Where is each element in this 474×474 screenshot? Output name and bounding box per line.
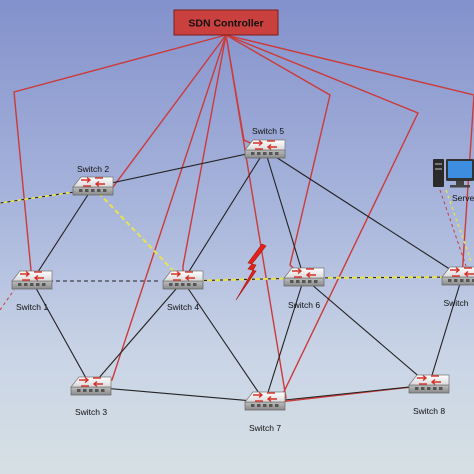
switch-s7[interactable]: Switch 7 (244, 391, 286, 433)
data-link-s3-s4 (90, 280, 184, 388)
data-link-s1-s2 (31, 186, 94, 282)
switch-label: Switch 4 (167, 302, 199, 312)
external-links (0, 189, 473, 311)
server-icon[interactable] (433, 159, 474, 188)
data-link-s8-s9 (428, 276, 463, 386)
switch-arrows-icon (253, 139, 277, 151)
external-link-left-upper-highlight (0, 191, 75, 204)
data-link-s5-s6 (264, 149, 305, 279)
switch-label: Switch 7 (249, 423, 281, 433)
control-link-s1 (13, 34, 227, 282)
data-link-s5-s9 (264, 149, 463, 278)
switch-label: Switch 5 (252, 126, 284, 136)
switch-s6[interactable]: Switch 6 (283, 267, 325, 310)
switch-s2[interactable]: Switch 2 (72, 164, 114, 196)
switch-label: Switch 3 (75, 407, 107, 417)
switch-s4[interactable]: Switch 4 (162, 270, 204, 312)
data-link-s2-s5 (92, 149, 266, 188)
active-path-s2-s4 (92, 186, 184, 282)
switch-label: Switch 2 (77, 164, 109, 174)
data-link-s4-s5 (182, 149, 266, 282)
control-link-s3 (90, 34, 227, 388)
switch-arrows-icon (253, 391, 277, 403)
data-link-s6-s8 (303, 277, 430, 386)
control-link-s4 (182, 34, 227, 281)
data-link-s6-s9 (303, 276, 463, 279)
external-link-left-upper (0, 191, 75, 204)
switch-arrows-icon (81, 176, 105, 188)
active-path (92, 186, 463, 282)
control-link-s7 (225, 34, 287, 403)
server-link-2 (445, 189, 473, 265)
data-link-s3-s7 (90, 386, 266, 403)
server-link-1 (439, 189, 467, 267)
switches: Switch 1 Switch 2 Switch 3 Switch 4 Switch 5… (11, 126, 474, 433)
switch-arrows-icon (450, 266, 474, 278)
switch-arrows-icon (79, 376, 103, 388)
data-link-s4-s7 (182, 280, 266, 403)
switch-s1[interactable]: Switch 1 (11, 270, 53, 312)
switch-s3[interactable]: Switch 3 (70, 376, 112, 417)
link-failure-icon (235, 243, 267, 301)
switch-arrows-icon (292, 267, 316, 279)
active-path-s6-s9 (303, 276, 463, 279)
switch-label: Switch 1 (16, 302, 48, 312)
server-label: Server (452, 193, 474, 203)
sdn-controller[interactable]: SDN Controller (173, 9, 279, 36)
switch-s9[interactable]: Switch (441, 266, 474, 308)
switch-arrows-icon (20, 270, 44, 282)
switch-arrows-icon (417, 374, 441, 386)
control-link-s8 (225, 34, 430, 403)
switch-arrows-icon (171, 270, 195, 282)
data-link-s7-s8 (264, 384, 430, 403)
external-link-left-lower (0, 289, 15, 311)
switch-s5[interactable]: Switch 5 (244, 126, 286, 159)
switch-label: Switch 8 (413, 406, 445, 416)
switch-s8[interactable]: Switch 8 (408, 374, 450, 416)
control-link-s9 (225, 34, 474, 278)
switch-label: Switch (443, 298, 468, 308)
switch-label: Switch 6 (288, 300, 320, 310)
control-link-s2 (93, 34, 227, 188)
data-link-s6-s7 (264, 277, 305, 403)
data-link-s1-s3 (31, 280, 92, 388)
controller-label: SDN Controller (188, 18, 263, 30)
control-links (13, 34, 474, 403)
